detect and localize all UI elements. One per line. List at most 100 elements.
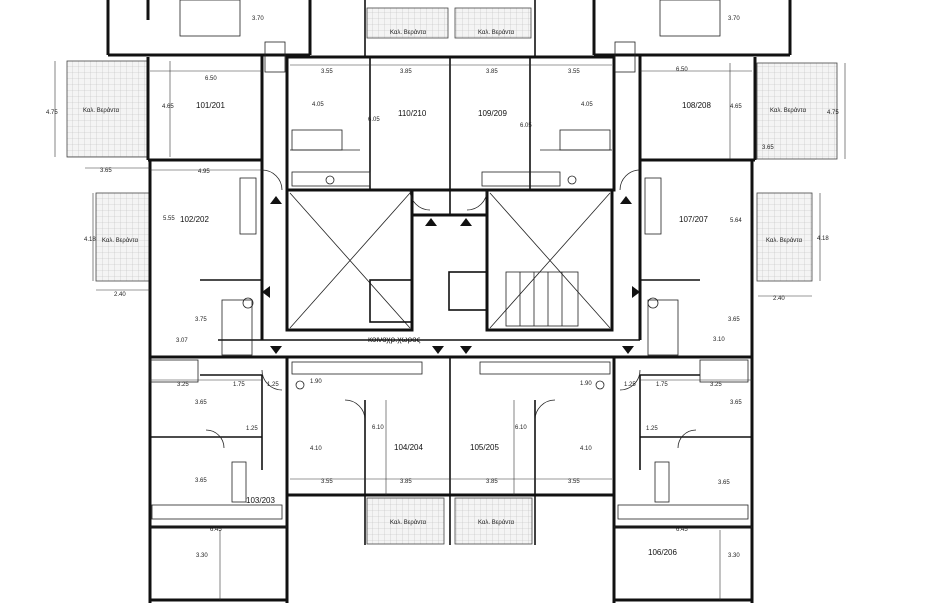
dim-label: 5.55: [163, 216, 175, 222]
unit-103-label: 103/203: [246, 496, 275, 505]
dim-label: 3.55: [321, 479, 333, 485]
dim-label: 4.65: [162, 104, 174, 110]
unit-110-label: 110/210: [398, 109, 427, 118]
dimension-lines: [54, 61, 846, 600]
fixtures: [149, 0, 749, 520]
dim-label: 3.07: [176, 338, 188, 344]
dim-label: 6.50: [205, 76, 217, 82]
dim-label: 3.65: [728, 317, 740, 323]
dim-label: 3.10: [713, 337, 725, 343]
dim-label: 3.55: [321, 69, 333, 75]
entry-arrow: [432, 346, 444, 354]
entry-markers: [262, 196, 640, 354]
dim-label: 6.05: [520, 123, 532, 129]
dim-label: 3.25: [177, 382, 189, 388]
common-area-label: κοινοχρ.χωρος: [368, 335, 421, 344]
dim-label: 3.30: [196, 553, 208, 559]
dim-label: 3.55: [568, 479, 580, 485]
dim-label: 2.40: [773, 296, 785, 302]
veranda-label: Καλ. Βεράντα: [478, 519, 515, 526]
dim-label: 3.65: [100, 168, 112, 174]
dim-label: 3.65: [730, 400, 742, 406]
veranda-bottom-right: [454, 497, 533, 545]
dim-label: 3.85: [486, 479, 498, 485]
dim-label: 3.65: [762, 145, 774, 151]
dim-label: 3.55: [568, 69, 580, 75]
veranda-label: Καλ. Βεράντα: [102, 237, 139, 244]
veranda-label: Καλ. Βεράντα: [766, 237, 803, 244]
dim-label: 6.10: [515, 425, 527, 431]
unit-107-label: 107/207: [679, 215, 708, 224]
dim-label: 4.95: [198, 169, 210, 175]
dim-label: 1.90: [580, 381, 592, 387]
dim-label: 4.05: [581, 102, 593, 108]
dim-label: 6.45: [210, 527, 222, 533]
veranda-top-left: [366, 7, 449, 39]
entry-arrow: [632, 286, 640, 298]
unit-labels: 101/201 110/210 109/209 108/208 102/202 …: [180, 101, 711, 557]
dim-label: 4.05: [312, 102, 324, 108]
dim-label: 2.40: [114, 292, 126, 298]
veranda-108: [756, 62, 838, 160]
dim-label: 6.45: [676, 527, 688, 533]
dim-label: 4.10: [580, 446, 592, 452]
veranda-label: Καλ. Βεράντα: [83, 107, 120, 114]
dim-label: 4.18: [84, 237, 96, 243]
veranda-label: Καλ. Βεράντα: [478, 29, 515, 36]
veranda-label: Καλ. Βεράντα: [390, 519, 427, 526]
unit-102-label: 102/202: [180, 215, 209, 224]
dim-label: 3.75: [195, 317, 207, 323]
dim-label: 3.65: [195, 400, 207, 406]
unit-109-label: 109/209: [478, 109, 507, 118]
dim-label: 4.75: [46, 110, 58, 116]
dim-label: 3.85: [400, 69, 412, 75]
dim-label: 1.75: [233, 382, 245, 388]
entry-arrow: [460, 218, 472, 226]
entry-arrow: [460, 346, 472, 354]
dim-label: 6.05: [368, 117, 380, 123]
veranda-labels: Καλ. Βεράντα Καλ. Βεράντα Καλ. Βεράντα Κ…: [83, 29, 807, 526]
dim-label: 3.30: [728, 553, 740, 559]
dim-label: 4.10: [310, 446, 322, 452]
entry-arrow: [620, 196, 632, 204]
dim-label: 1.25: [246, 426, 258, 432]
dim-label: 4.75: [827, 110, 839, 116]
walls: [106, 0, 792, 603]
entry-arrow: [270, 196, 282, 204]
dim-label: 1.75: [656, 382, 668, 388]
dim-label: 3.65: [195, 478, 207, 484]
dimension-labels: 3.70 3.70 6.50 6.50 4.75 4.75 4.65 4.65 …: [46, 16, 839, 559]
veranda-bottom-left: [366, 497, 445, 545]
dim-label: 3.65: [718, 480, 730, 486]
unit-104-label: 104/204: [394, 443, 423, 452]
entry-arrow: [425, 218, 437, 226]
veranda-label: Καλ. Βεράντα: [390, 29, 427, 36]
dim-label: 1.25: [646, 426, 658, 432]
veranda-label: Καλ. Βεράντα: [770, 107, 807, 114]
dim-label: 5.64: [730, 218, 742, 224]
unit-106-label: 106/206: [648, 548, 677, 557]
dim-label: 3.85: [486, 69, 498, 75]
dim-label: 1.90: [310, 379, 322, 385]
entry-arrow: [270, 346, 282, 354]
veranda-102: [95, 192, 152, 282]
dim-label: 3.85: [400, 479, 412, 485]
veranda-107: [756, 192, 813, 282]
dim-label: 6.50: [676, 67, 688, 73]
dim-label: 3.70: [252, 16, 264, 22]
dim-label: 6.10: [372, 425, 384, 431]
verandas: [66, 7, 838, 545]
dim-label: 3.70: [728, 16, 740, 22]
entry-arrow: [622, 346, 634, 354]
dim-label: 1.25: [267, 382, 279, 388]
unit-105-label: 105/205: [470, 443, 499, 452]
unit-108-label: 108/208: [682, 101, 711, 110]
unit-101-label: 101/201: [196, 101, 225, 110]
dim-label: 3.25: [710, 382, 722, 388]
veranda-top-right: [454, 7, 532, 39]
dim-label: 4.18: [817, 236, 829, 242]
dim-label: 4.65: [730, 104, 742, 110]
dim-label: 1.25: [624, 382, 636, 388]
entry-arrow: [262, 286, 270, 298]
